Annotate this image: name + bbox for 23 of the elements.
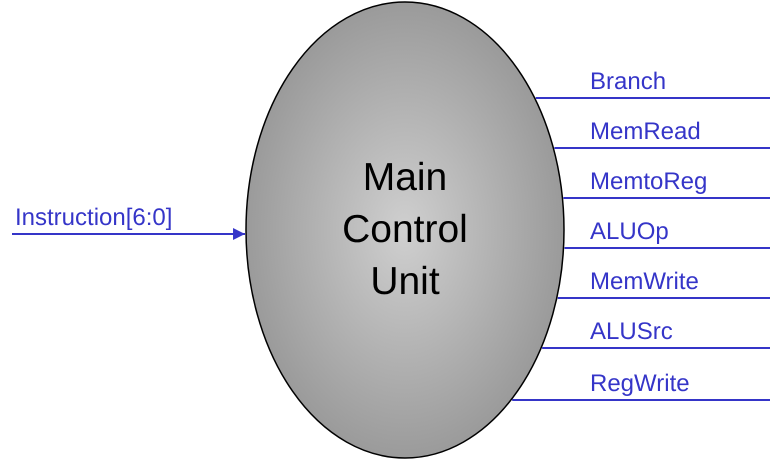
signal-line [587, 319, 770, 349]
signal-line [563, 197, 587, 199]
signal-label: ALUOp [589, 219, 670, 245]
signal-line [512, 399, 587, 401]
signal-label: Branch [589, 69, 668, 95]
signal-line [587, 219, 770, 249]
signal-line [554, 147, 587, 149]
signal-line [587, 371, 770, 401]
signal-line [587, 269, 770, 299]
arrow [172, 228, 246, 240]
signal-label: RegWrite [589, 371, 691, 397]
signal-label: MemWrite [589, 269, 700, 295]
signal-line [587, 69, 770, 99]
unit-title: Main Control Unit [341, 155, 469, 305]
signal-line [564, 247, 587, 249]
signal-label: ALUSrc [589, 319, 674, 345]
signal-line [587, 119, 770, 149]
signal-label: MemRead [589, 119, 702, 145]
signal-label: Instruction[6:0] [14, 205, 172, 231]
signal-line [536, 97, 587, 99]
signal-line [542, 347, 587, 349]
signal-line [558, 297, 587, 299]
signal-label: MemtoReg [589, 169, 708, 195]
